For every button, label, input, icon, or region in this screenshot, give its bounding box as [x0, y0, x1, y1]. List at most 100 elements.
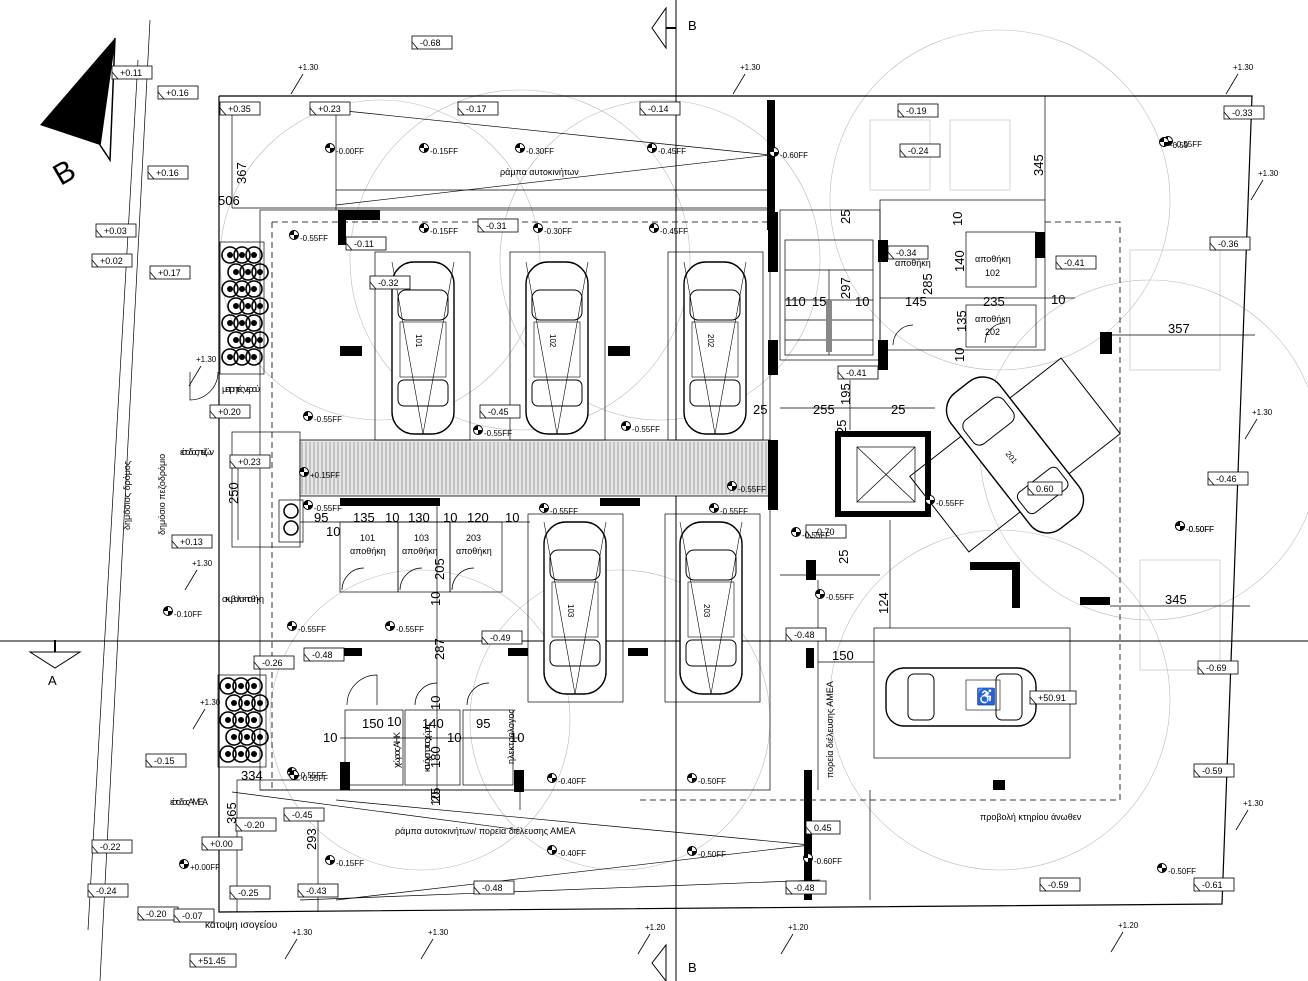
ff-marker: -0.50FF [687, 773, 726, 786]
ramp-bottom-label: ράμπα αυτοκινήτων/ πορεία διέλευσης ΑΜΕΑ [395, 826, 576, 836]
dim-285: 285 [920, 273, 935, 295]
svg-text:-0.32: -0.32 [378, 278, 399, 288]
dim-10-g: 10 [505, 510, 519, 525]
level-box: +0.11 [111, 65, 153, 80]
ff-marker: -0.55FF [287, 621, 326, 634]
planter-bottom [217, 674, 269, 768]
north-arrow-icon: B [40, 37, 116, 193]
svg-text:0.60: 0.60 [1036, 484, 1054, 494]
ff-marker: -0.45FF [647, 143, 686, 156]
ff-marker: -0.15FF [419, 223, 458, 236]
road-level-markers: +1.30+1.30+1.30+1.30+1.30+1.30+1.20+1.20… [184, 63, 1279, 960]
svg-text:+1.30: +1.30 [1233, 63, 1254, 72]
level-box: -0.41 [837, 365, 879, 380]
svg-text:-0.55FF: -0.55FF [936, 499, 964, 508]
dim-25-f: 25 [428, 788, 443, 802]
dim-357: 357 [1168, 321, 1190, 336]
svg-text:-0.22: -0.22 [100, 842, 121, 852]
dim-15: 15 [812, 294, 826, 309]
parking-bays [374, 251, 764, 703]
svg-text:B: B [48, 154, 82, 193]
water-meters-label: μετρητές νερού [222, 384, 260, 394]
amea-path-label: πορεία διέλευσης ΑΜΕΑ [825, 681, 835, 778]
ff-marker: -0.55FF [709, 503, 748, 516]
svg-text:+1.30: +1.30 [1252, 408, 1273, 417]
storage-103-num: 103 [414, 533, 429, 543]
ff-marker: -0.55FF [727, 481, 766, 494]
dim-195: 195 [838, 383, 853, 405]
dim-10-o: 10 [428, 792, 443, 806]
svg-text:♿: ♿ [976, 687, 996, 706]
dim-10-f: 10 [443, 510, 457, 525]
level-box: -0.31 [477, 218, 519, 233]
level-box: -0.68 [411, 35, 453, 50]
amea-entrance-label: είσοδος ΑΜΕΑ [170, 797, 208, 807]
ahk-label: χώρος ΑΗΚ [392, 732, 402, 768]
road-level-marker: +1.30 [188, 355, 217, 387]
dim-10-e: 10 [385, 510, 399, 525]
level-box: -0.19 [897, 103, 939, 118]
dim-10-h: 10 [326, 524, 340, 539]
storage-202-label: αποθήκη [975, 314, 1011, 324]
road-level-marker: +1.30 [1235, 799, 1264, 831]
ff-marker: -0.55FF [289, 770, 328, 783]
svg-text:101: 101 [414, 334, 423, 348]
svg-text:+1.30: +1.30 [298, 63, 319, 72]
svg-text:-0.25: -0.25 [238, 888, 259, 898]
level-box: -0.25 [229, 885, 271, 900]
svg-text:+1.30: +1.30 [1243, 799, 1264, 808]
svg-text:-0.55FF: -0.55FF [396, 625, 424, 634]
level-box: +51.45 [189, 953, 237, 968]
svg-text:-0.48: -0.48 [312, 650, 333, 660]
planter-small [278, 499, 304, 543]
svg-text:+0.03: +0.03 [104, 226, 127, 236]
planter-top [219, 241, 269, 375]
svg-text:-0.45FF: -0.45FF [658, 147, 686, 156]
level-box: -0.48 [785, 627, 827, 642]
storage-102-num: 102 [985, 268, 1000, 278]
ff-marker: -0.30FF [533, 223, 572, 236]
ff-marker: -0.55FF [539, 503, 578, 516]
svg-text:-0.50FF: -0.50FF [698, 850, 726, 859]
level-box: -0.48 [785, 880, 827, 895]
level-box: +50.91 [1029, 690, 1077, 705]
svg-text:-0.24: -0.24 [908, 146, 929, 156]
svg-text:-0.15FF: -0.15FF [430, 227, 458, 236]
svg-text:103: 103 [566, 604, 575, 618]
car-102: 102 [525, 261, 589, 435]
ff-marker: -0.55FF [925, 495, 964, 508]
svg-text:-0.69: -0.69 [1206, 663, 1227, 673]
pedestrian-entrance-label: είσοδος πεζών [180, 447, 215, 457]
level-box: -0.45 [479, 404, 521, 419]
level-box: +0.16 [157, 85, 199, 100]
svg-text:-0.10FF: -0.10FF [174, 610, 202, 619]
level-box: -0.61 [1193, 877, 1235, 892]
road-level-marker: +1.30 [192, 698, 221, 730]
level-box: -0.26 [253, 655, 295, 670]
level-box: +0.20 [209, 404, 251, 419]
svg-text:+50.91: +50.91 [1038, 693, 1066, 703]
svg-text:+0.02: +0.02 [100, 256, 123, 266]
svg-text:-0.14: -0.14 [648, 104, 669, 114]
elevator-shaft [835, 431, 931, 517]
section-a-label: A [48, 673, 57, 688]
level-box: -0.22 [91, 839, 133, 854]
level-box: -0.33 [1223, 105, 1265, 120]
utility-rooms [189, 371, 514, 786]
svg-text:-0.60FF: -0.60FF [780, 151, 808, 160]
dim-287: 287 [432, 638, 447, 660]
dim-135-a: 135 [954, 310, 969, 332]
svg-text:-0.50FF: -0.50FF [1186, 525, 1214, 534]
section-b-label-top: B [688, 18, 697, 33]
level-box: -0.46 [1207, 471, 1249, 486]
dim-235: 235 [983, 294, 1005, 309]
dim-10-n: 10 [428, 696, 443, 710]
ff-marker: -0.40FF [547, 845, 586, 858]
dim-10-i: 10 [428, 592, 443, 606]
road-level-marker: +1.30 [290, 63, 319, 95]
corridor-hatch [299, 439, 771, 497]
ff-marker: +0.00FF [179, 859, 220, 872]
dim-25-b: 25 [753, 402, 767, 417]
road-level-marker: +1.30 [420, 928, 449, 960]
level-box: 0.45 [805, 820, 841, 835]
